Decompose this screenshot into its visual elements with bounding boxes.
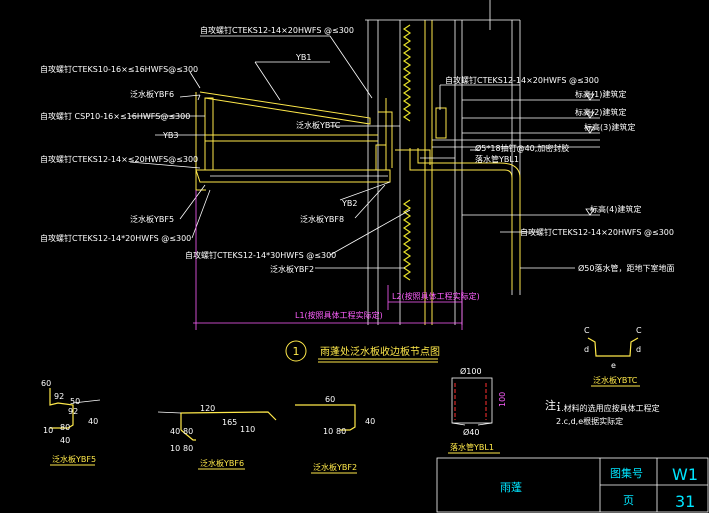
- dimension-lines: [193, 190, 463, 330]
- ybf5-dim-7: 40: [60, 436, 70, 445]
- ybl1-dim-0: Ø100: [460, 366, 482, 376]
- ybf5-dim-6: 80: [60, 423, 70, 432]
- ybtc-dim-3: d: [636, 345, 641, 354]
- ybf5-dim-3: 92: [68, 407, 78, 416]
- detail-title-text: 雨蓬处泛水板收边板节点图: [320, 345, 440, 358]
- callout-c10: 自攻螺钉CTEKS12-14×20HWFS @≤300: [445, 75, 599, 85]
- ybf5-dim-5: 10: [43, 426, 53, 435]
- ybf6-dim-2: 110: [240, 425, 255, 434]
- callout-c13: 泛水板YBF8: [300, 214, 344, 224]
- callout-c21: 标高(4)建筑定: [590, 204, 641, 214]
- profile-ybf6: 120 165 110 40 80 10 80 泛水板YBF6: [157, 404, 277, 470]
- profile-ybl1: Ø100 100 Ø40 落水管YBL1: [448, 366, 507, 454]
- notes-heading: 注：: [545, 398, 567, 412]
- canopy: [195, 91, 447, 191]
- callout-c9: YB1: [295, 53, 311, 62]
- detail-title: 1 雨蓬处泛水板收边板节点图: [285, 340, 440, 363]
- notes-line2: 2.c,d,e根据实际定: [556, 416, 623, 426]
- callout-c5: YB3: [162, 131, 178, 140]
- callout-c17: 落水管YBL1: [475, 154, 519, 164]
- ybf2-dim-3: 40: [365, 417, 375, 426]
- callout-c19: 标高(2)建筑定: [575, 107, 626, 117]
- ybtc-dim-1: C: [636, 326, 642, 335]
- leader-lines: [129, 35, 575, 269]
- callout-c12: YB2: [341, 199, 357, 208]
- callout-c20: 标高(3)建筑定: [584, 122, 635, 132]
- callout-c6: 自攻螺钉CTEKS12-14×≤20HWFS@≤300: [40, 154, 198, 164]
- insulation-upper: [402, 24, 412, 122]
- callout-c4: 自攻螺钉 CSP10-16×≤16HWFS@≤300: [40, 111, 190, 121]
- ybf6-dim-4: 80: [183, 427, 193, 436]
- ybf5-dim-0: 60: [41, 379, 51, 388]
- notes-line1: 1.材料的选用应按具体工程定: [556, 403, 660, 413]
- ybf2-dim-1: 10: [323, 427, 333, 436]
- ybf2-dim-0: 60: [325, 395, 335, 404]
- callout-texts: 自攻螺钉CTEKS12-14×20HWFS @≤300 自攻螺钉CTEKS10-…: [40, 25, 674, 320]
- ybtc-dim-4: e: [611, 361, 616, 370]
- ybl1-dim-1: 100: [498, 392, 507, 407]
- ybl1-dim-2: Ø40: [463, 427, 479, 437]
- insulation-lower: [402, 199, 412, 281]
- ybf5-dim-2: 50: [70, 397, 80, 406]
- callout-c23: Ø50落水管，距地下室地面: [578, 263, 674, 273]
- ybf6-dim-5: 10: [170, 444, 180, 453]
- title-block-atlas-label: 图集号: [610, 466, 643, 480]
- callout-c14: 自攻螺钉CTEKS12-14*30HWFS @≤300: [185, 250, 336, 260]
- main-node-drawing: [129, 0, 600, 330]
- detail-number: 1: [293, 345, 300, 358]
- ybf6-dim-0: 120: [200, 404, 215, 413]
- ybf6-dim-6: 80: [183, 444, 193, 453]
- notes: 注： 1.材料的选用应按具体工程定 2.c,d,e根据实际定: [545, 398, 660, 426]
- profile-ybf2: 60 10 80 40 泛水板YBF2: [295, 395, 375, 474]
- callout-c22: 自攻螺钉CTEKS12-14×20HWFS @≤300: [520, 227, 674, 237]
- callout-c15: 泛水板YBF2: [270, 264, 314, 274]
- callout-c16: Ø5*18抽钉@40,加密封胶: [475, 143, 569, 153]
- level-marks: [462, 93, 600, 216]
- ybf5-label: 泛水板YBF5: [52, 454, 96, 464]
- ybl1-label: 落水管YBL1: [450, 442, 494, 452]
- gutter-pipe: [395, 148, 521, 290]
- title-block-atlas-value: W1: [672, 465, 698, 484]
- profile-ybtc: C C d d e 泛水板YBTC: [584, 326, 642, 387]
- callout-c11: 泛水板YBTC: [296, 120, 341, 130]
- callout-c18: 标高(1)建筑定: [575, 89, 626, 99]
- title-block: 雨蓬 图集号 W1 页 31: [436, 457, 709, 513]
- ybf6-label: 泛水板YBF6: [200, 458, 244, 468]
- ybtc-dim-0: C: [584, 326, 590, 335]
- ybf6-dim-3: 40: [170, 427, 180, 436]
- ybf2-label: 泛水板YBF2: [313, 462, 357, 472]
- ybf6-dim-1: 165: [222, 418, 237, 427]
- callout-c24: L2(按照具体工程实际定): [392, 291, 480, 301]
- callout-c25: L1(按照具体工程实际定): [295, 310, 383, 320]
- title-block-name: 雨蓬: [500, 481, 522, 494]
- title-block-page-value: 31: [675, 492, 695, 511]
- callout-c7: 泛水板YBF5: [130, 214, 174, 224]
- ybf2-dim-2: 80: [336, 427, 346, 436]
- profile-ybf5: 60 92 50 92 40 10 80 40 泛水板YBF5: [41, 379, 101, 466]
- ybtc-label: 泛水板YBTC: [593, 375, 638, 385]
- ybf5-dim-4: 40: [88, 417, 98, 426]
- callout-c1: 自攻螺钉CTEKS12-14×20HWFS @≤300: [200, 25, 354, 35]
- title-block-page-label: 页: [623, 494, 634, 507]
- callout-c2: 自攻螺钉CTEKS10-16×≤16HWFS@≤300: [40, 64, 198, 74]
- ybtc-dim-2: d: [584, 345, 589, 354]
- ybf5-dim-1: 92: [54, 392, 64, 401]
- callout-c3: 泛水板YBF6: [130, 89, 174, 99]
- callout-c8: 自攻螺钉CTEKS12-14*20HWFS @≤300: [40, 233, 191, 243]
